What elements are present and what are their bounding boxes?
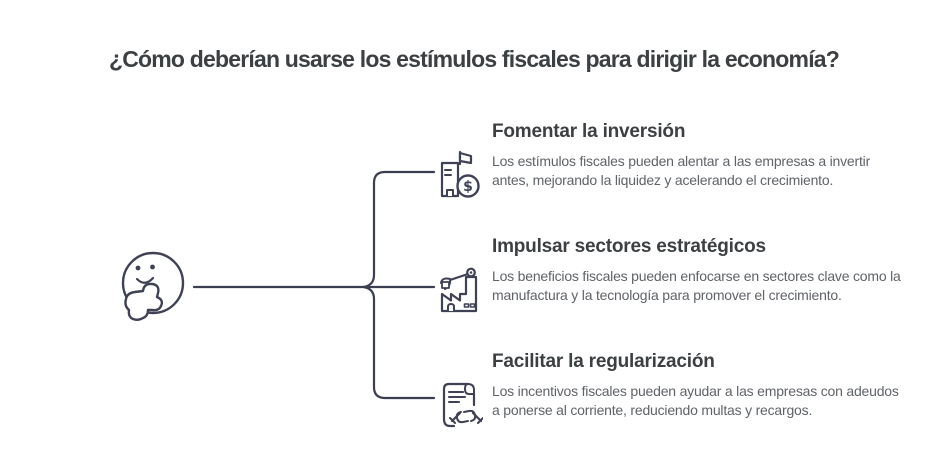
item-description: Los incentivos fiscales pueden ayudar a …	[492, 383, 899, 418]
connector-bottom-branch	[362, 285, 436, 400]
list-item-fomentar-inversion: $ Fomentar la inversión Los estímulos fi…	[437, 121, 912, 198]
right-eye-dot	[150, 264, 155, 270]
left-eye-dot	[135, 265, 141, 271]
page-title: ¿Cómo deberían usarse los estímulos fisc…	[108, 46, 840, 72]
item-title: Facilitar la regularización	[492, 351, 715, 372]
dollar-sign-glyph: $	[463, 179, 473, 195]
contract-handshake-icon	[442, 382, 483, 428]
item-title: Impulsar sectores estratégicos	[492, 236, 766, 257]
building-dollar-icon: $	[440, 150, 480, 198]
item-description: Los estímulos fiscales pueden alentar a …	[492, 153, 871, 188]
pulley-hub-dot	[469, 271, 473, 274]
list-item-regularizacion: Facilitar la regularización Los incentiv…	[437, 351, 912, 428]
item-description: Los beneficios fiscales pueden enfocarse…	[492, 268, 901, 303]
factory-crane-icon	[440, 267, 478, 313]
connector-top-branch	[362, 170, 436, 289]
list-item-sectores-estrategicos: Impulsar sectores estratégicos Los benef…	[437, 236, 912, 313]
thinking-face-icon	[121, 251, 185, 321]
item-title: Fomentar la inversión	[492, 121, 686, 142]
